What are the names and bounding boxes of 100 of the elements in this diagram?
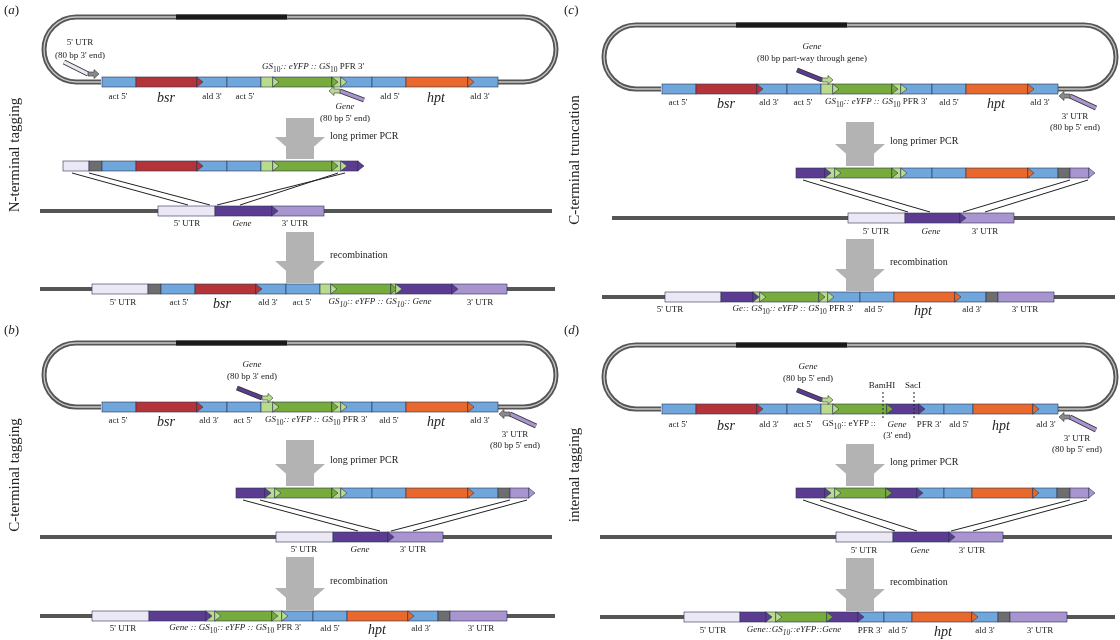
primer-label: (80 bp part-way through gene) [757,54,867,64]
segment-label: 3' UTR [971,227,999,237]
segment-label: ald 3' [199,416,219,426]
panel-side-label: C-terminal tagging [5,418,23,532]
segment-label: Gene [887,420,907,430]
segment-label: Gene [921,227,941,237]
crossover-line [412,499,528,532]
primer-label: 5' UTR [66,38,94,48]
edge-label: long primer PCR [330,453,399,465]
panel-letter: (a) [4,3,20,16]
crossover-line [216,172,346,206]
primer-label: 3' UTR [1063,434,1091,444]
segment-label: 3' UTR [281,219,309,229]
primer-label: (80 bp 3' end) [55,51,105,61]
edge-label: recombination [890,575,948,586]
segment-label: ald 5' [939,98,959,108]
primer-label: (80 bp 5' end) [490,441,540,451]
primer-label: (80 bp 3' end) [227,372,277,382]
segment-label: GS$_{10}$:: eYFP :: GS$_{10}$ PFR 3' [264,415,368,427]
crossover-line [71,172,189,206]
crossover-line [242,499,359,532]
segment-label: Ge:: GS$_{10}$:: eYFP :: GS$_{10}$ PFR 3' [732,304,854,316]
primer-label: (80 bp 5' end) [1050,123,1100,133]
primer-label: (80 bp 5' end) [320,114,370,124]
segment-label: SacI [905,381,921,391]
segment-label: 3' UTR [1026,626,1054,636]
process-arrow [835,122,885,166]
segment-label: 5' UTR [656,305,684,315]
crossover-line [88,172,211,206]
primer-label: (80 bp 5' end) [1052,445,1102,455]
segment-label: act 5' [233,416,253,426]
segment-label: act 5' [169,298,189,308]
segment-label: (3' end) [883,431,911,441]
segment-label: bsr [213,296,231,312]
panel-side-label: C-terminal truncation [565,95,583,225]
primer-label: Gene [335,102,355,112]
segment-label: ald 3' [975,626,995,636]
panel-letter: (c) [564,3,579,16]
segment-label: ald 5' [864,305,884,315]
segment-label: 5' UTR [862,227,890,237]
segment-label: Gene :: GS$_{10}$:: eYFP :: GS$_{10}$ PFR 3' [169,623,301,635]
segment-label: hpt [934,624,952,640]
segment-label: PFR 3' [857,626,883,636]
segment-label: ald 3' [470,416,490,426]
segment-label: bsr [717,418,735,434]
crossover-line [950,499,1071,532]
segment-label: ald 5' [379,416,399,426]
segment-label: act 5' [668,98,688,108]
segment-label: Gene::GS$_{10}$::eYFP::Gene [746,625,842,637]
primer-label: 3' UTR [1061,112,1089,122]
process-arrow [275,440,325,486]
primer-label: (80 bp 5' end) [783,374,833,384]
segment-label: ald 5' [888,626,908,636]
panel-side-label: internal tagging [565,427,583,523]
segment-label: 3' UTR [466,298,494,308]
process-arrow [835,444,885,486]
segment-label: act 5' [108,92,128,102]
segment-label: 5' UTR [109,298,137,308]
segment-label: Gene [350,545,370,555]
segment-label: bsr [157,414,175,430]
segment-label: ald 3' [470,92,490,102]
segment-label: 5' UTR [109,624,137,634]
primer-label: Gene [802,42,822,52]
segment-label: hpt [987,96,1005,112]
panel-side-label: N-terminal tagging [5,97,23,213]
segment-label: ald 3' [962,305,982,315]
primer-label: Gene [242,360,262,370]
crossover-line [819,179,931,213]
segment-label: hpt [368,622,386,638]
process-arrow [835,558,885,611]
segment-label: GS$_{10}$:: eYFP :: GS$_{10}$ PFR 3' [261,62,365,74]
segment-label: ald 5' [380,92,400,102]
segment-label: act 5' [793,98,813,108]
crossover-line [802,499,896,532]
segment-label: 3' UTR [399,545,427,555]
crossover-line [962,179,1071,213]
panel-letter: (d) [564,323,580,336]
panel-letter: (b) [4,323,20,336]
segment-label: Gene [910,546,930,556]
crossover-line [259,499,381,532]
segment-label: 3' UTR [1011,305,1039,315]
segment-label: GS$_{10}$:: eYFP :: GS$_{10}$ PFR 3' [824,97,928,109]
segment-label: act 5' [292,298,312,308]
edge-label: long primer PCR [890,134,959,146]
crossover-line [239,172,339,206]
segment-label: ald 3' [759,420,779,430]
segment-label: act 5' [668,420,688,430]
edge-label: recombination [890,255,948,267]
segment-label: GS$_{10}$:: eYFP :: GS$_{10}$:: Gene [328,297,432,309]
segment-label: hpt [427,414,445,430]
segment-label: act 5' [235,92,255,102]
segment-label: hpt [914,303,932,319]
segment-label: 5' UTR [850,546,878,556]
segment-label: act 5' [793,420,813,430]
crossover-line [984,179,1089,213]
primer-label: 3' UTR [501,430,529,440]
edge-label: recombination [330,574,388,585]
crossover-line [819,499,918,532]
edge-label: long primer PCR [330,129,399,140]
segment-label: BamHI [868,381,896,391]
